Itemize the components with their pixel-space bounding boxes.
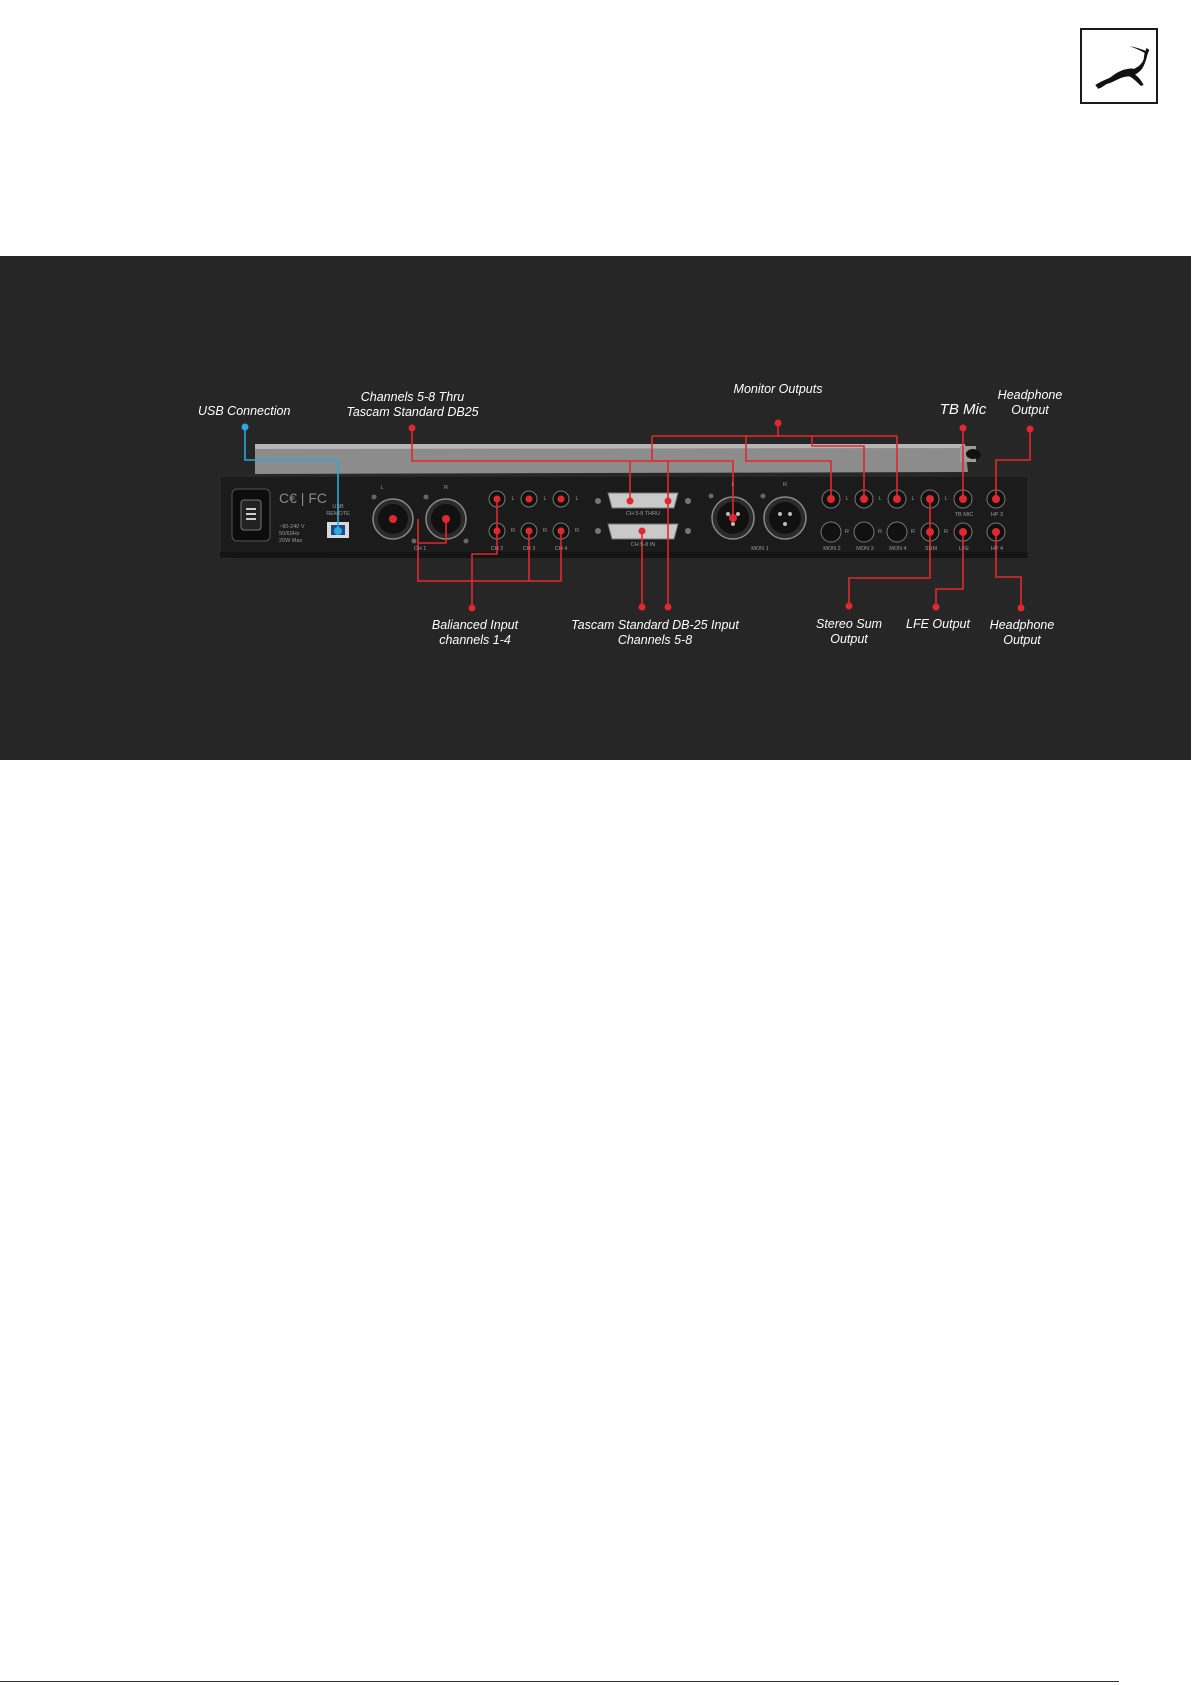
hp3-label: HP 3 <box>990 512 1004 518</box>
callout-headphone-top: Headphone Output <box>990 388 1070 418</box>
mon1-r-label: R <box>783 482 787 488</box>
hp4-label: HP 4 <box>990 546 1004 552</box>
callout-balanced-input: Balianced Input channels 1-4 <box>415 618 535 648</box>
device-bottom-edge <box>220 552 1028 558</box>
ch2-l-label: L <box>511 496 515 502</box>
callout-channels-thru-line-2: Tascam Standard DB25 <box>346 405 479 419</box>
mon1-l-label: L <box>731 482 735 488</box>
usb-port-dot <box>334 527 342 535</box>
lfe-label: LFE <box>958 546 970 552</box>
mon2-l-label: L <box>845 496 849 502</box>
usb-remote-label: USB REMOTE <box>322 504 354 518</box>
xlr-connector-icon <box>371 494 469 544</box>
callout-stereo-sum-line-2: Output <box>830 632 868 646</box>
rack-hole-icon <box>966 449 980 459</box>
mon4-label: MON 4 <box>889 546 907 552</box>
usb-callout-line <box>244 427 339 531</box>
callout-stereo-sum: Stereo Sum Output <box>804 617 894 647</box>
tb-mic-panel-label: TB MIC <box>954 512 974 518</box>
mon3-l-label: L <box>878 496 882 502</box>
mon4-l-label: L <box>911 496 915 502</box>
power-rating-label: ~90-240 V 50/60Hz 20W Max <box>279 524 305 545</box>
antelope-logo <box>1080 28 1158 104</box>
red-callout-lines <box>411 423 1031 608</box>
callout-lfe-output: LFE Output <box>906 617 970 631</box>
callout-headphone-bottom: Headphone Output <box>982 618 1062 648</box>
sum-r-label: R <box>944 529 948 535</box>
power-line-1: ~90-240 V <box>279 524 305 530</box>
ch4-l-label: L <box>575 496 579 502</box>
sum-l-label: L <box>944 496 948 502</box>
mon3-r-label: R <box>878 529 882 535</box>
xlr-right-label: R <box>444 485 448 491</box>
power-line-2: 50/60Hz <box>279 531 300 537</box>
ch4-r-label: R <box>575 528 579 534</box>
callout-tascam-input-line-2: Channels 5-8 <box>617 633 693 647</box>
mon3-label: MON 3 <box>856 546 874 552</box>
power-line-3: 20W Max <box>279 538 303 544</box>
usb-label-line-2: REMOTE <box>326 511 350 517</box>
diagram-drawing: C€ | FC <box>219 419 1034 612</box>
callout-balanced-input-line-1: Balianced Input <box>431 618 519 632</box>
callout-channels-thru-line-1: Channels 5-8 Thru <box>360 390 465 404</box>
iec-power-inlet-icon <box>231 488 271 542</box>
callout-headphone-bottom-line-2: Output <box>1003 633 1041 647</box>
mon1-label: MON 1 <box>751 546 769 552</box>
antelope-icon <box>1095 46 1150 89</box>
usb-label-line-1: USB <box>332 504 344 510</box>
ch4-label: CH 4 <box>554 546 568 552</box>
callout-balanced-input-line-2: channels 1-4 <box>439 633 511 647</box>
callout-usb-connection: USB Connection <box>198 404 291 418</box>
device-top-lid <box>255 444 968 474</box>
device-top-edge <box>255 444 965 449</box>
mon2-r-label: R <box>845 529 849 535</box>
callout-tb-mic: TB Mic <box>939 401 987 418</box>
callout-monitor-outputs: Monitor Outputs <box>733 382 823 396</box>
ch2-label: CH 2 <box>490 546 504 552</box>
xlr-left-label: L <box>380 485 384 491</box>
mon4-r-label: R <box>911 529 915 535</box>
db25-in-label: CH 5-8 IN <box>630 542 656 548</box>
mon2-label: MON 2 <box>823 546 841 552</box>
usb-callout-dot <box>241 423 249 431</box>
callout-channels-thru: Channels 5-8 Thru Tascam Standard DB25 <box>340 390 485 420</box>
sum-label: SUM <box>924 546 938 552</box>
ch2-r-label: R <box>511 528 515 534</box>
footer-divider <box>0 1681 1119 1682</box>
db25-thru-label: CH 5-8 THRU <box>625 511 661 517</box>
ch1-label: CH 1 <box>413 546 427 552</box>
ch3-l-label: L <box>543 496 547 502</box>
ch3-label: CH 3 <box>522 546 536 552</box>
callout-stereo-sum-line-1: Stereo Sum <box>815 617 882 631</box>
ce-fc-mark: C€ | FC <box>279 490 327 506</box>
callout-dots <box>389 419 1034 612</box>
ch3-r-label: R <box>543 528 547 534</box>
callout-tascam-input: Tascam Standard DB-25 Input Channels 5-8 <box>560 618 750 648</box>
callout-headphone-top-line-2: Output <box>1011 403 1049 417</box>
rear-panel-diagram: C€ | FC <box>0 256 1191 760</box>
callout-headphone-bottom-line-1: Headphone <box>989 618 1055 632</box>
callout-headphone-top-line-1: Headphone <box>997 388 1063 402</box>
callout-tascam-input-line-1: Tascam Standard DB-25 Input <box>571 618 739 632</box>
